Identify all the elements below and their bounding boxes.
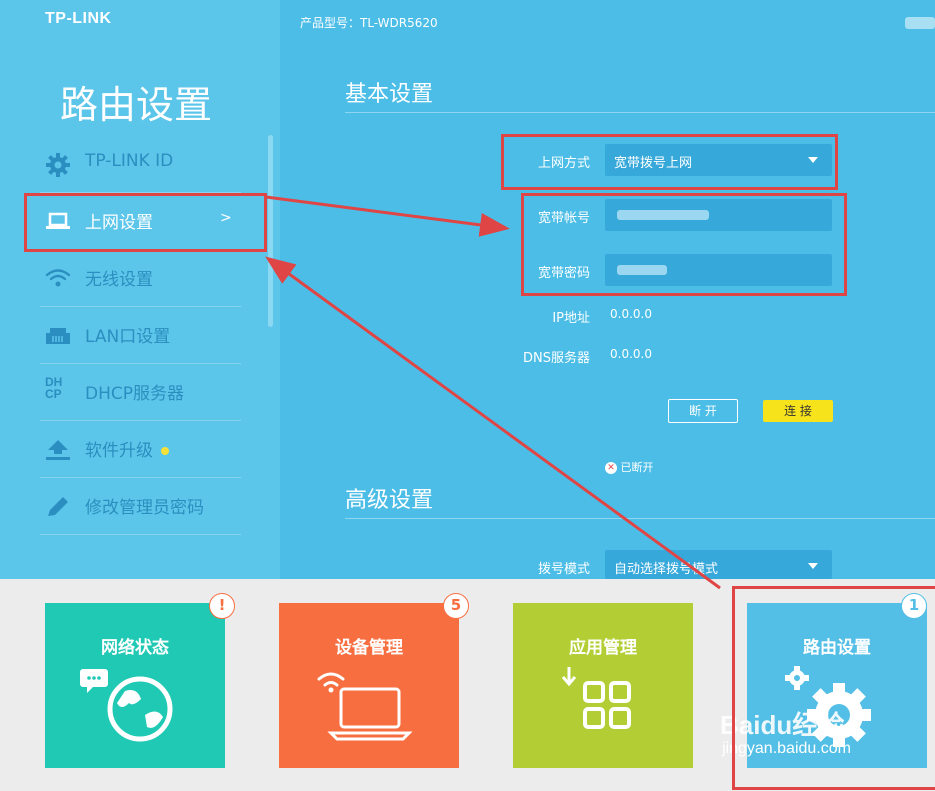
count-badge: 1 bbox=[901, 593, 927, 619]
card-app-management[interactable]: 应用管理 bbox=[513, 603, 693, 768]
card-title: 设备管理 bbox=[335, 638, 403, 658]
sidebar-item-label: 修改管理员密码 bbox=[85, 498, 204, 518]
disconnect-button[interactable]: 断 开 bbox=[668, 399, 738, 423]
chevron-right-icon: > bbox=[220, 210, 232, 226]
update-dot bbox=[161, 447, 169, 455]
sidebar-item-label: 软件升级 bbox=[85, 436, 169, 461]
dhcp-icon-bottom: CP bbox=[45, 387, 62, 401]
close-icon: ✕ bbox=[605, 462, 617, 474]
dns-label: DNS服务器 bbox=[523, 351, 590, 366]
sidebar-scrollbar[interactable] bbox=[268, 135, 273, 327]
redacted-value bbox=[617, 210, 709, 220]
dhcp-icon-top: DH bbox=[45, 375, 63, 389]
divider bbox=[345, 518, 935, 519]
dial-mode-value: 自动选择拨号模式 bbox=[614, 562, 719, 577]
wifi-icon bbox=[45, 266, 71, 290]
sidebar-item-admin-password[interactable]: 修改管理员密码 bbox=[40, 478, 241, 535]
chevron-down-icon bbox=[808, 563, 818, 569]
annotation-box-sidebar bbox=[24, 193, 267, 252]
baidu-url: jingyan.baidu.com bbox=[722, 740, 851, 757]
baidu-logo: Baidu经验 bbox=[720, 710, 845, 740]
brand-logo: TP-LINK bbox=[45, 10, 112, 27]
basic-settings-title: 基本设置 bbox=[345, 82, 434, 107]
card-network-status[interactable]: 网络状态 ! bbox=[45, 593, 235, 768]
card-title: 路由设置 bbox=[803, 638, 871, 658]
sidebar-nav: TP-LINK ID 上网设置 > 无线设置 LAN口设置 DH CP bbox=[40, 136, 241, 535]
sidebar-title: 路由设置 bbox=[60, 83, 213, 127]
product-model: 产品型号：TL-WDR5620 bbox=[300, 16, 438, 30]
advanced-settings-title: 高级设置 bbox=[345, 488, 434, 513]
ip-label: IP地址 bbox=[552, 311, 590, 326]
chevron-down-icon bbox=[808, 157, 818, 163]
conn-type-select[interactable]: 宽带拨号上网 bbox=[605, 144, 832, 176]
sidebar: TP-LINK 路由设置 TP-LINK ID 上网设置 > 无线设置 bbox=[0, 0, 280, 579]
ethernet-port-icon bbox=[45, 323, 71, 347]
upload-icon bbox=[45, 437, 71, 461]
annotation-box-credentials bbox=[521, 193, 847, 296]
connection-status: ✕ 已断开 bbox=[605, 459, 654, 475]
apps-grid-icon bbox=[561, 667, 631, 729]
card-title: 应用管理 bbox=[569, 638, 637, 658]
baidu-watermark: Baidu经验 jingyan.baidu.com bbox=[720, 705, 851, 758]
sidebar-item-label: TP-LINK ID bbox=[85, 151, 174, 171]
sidebar-item-label: LAN口设置 bbox=[85, 327, 171, 347]
dial-mode-select[interactable]: 自动选择拨号模式 bbox=[605, 550, 832, 579]
account-label: 宽带帐号 bbox=[537, 211, 590, 226]
dhcp-icon: DH CP bbox=[45, 376, 71, 400]
blurred-corner bbox=[905, 17, 935, 29]
laptop-icon bbox=[45, 209, 71, 233]
sidebar-item-label: 上网设置 bbox=[85, 213, 153, 233]
pencil-icon bbox=[45, 494, 71, 518]
alert-badge: ! bbox=[209, 593, 235, 619]
dns-value: 0.0.0.0 bbox=[610, 347, 652, 361]
conn-type-value: 宽带拨号上网 bbox=[614, 156, 693, 171]
gear-icon bbox=[45, 152, 71, 177]
conn-type-label: 上网方式 bbox=[537, 156, 590, 171]
annotation-box-conn-type bbox=[501, 134, 838, 190]
gears-icon bbox=[785, 666, 871, 747]
sidebar-item-upgrade[interactable]: 软件升级 bbox=[40, 421, 241, 478]
divider bbox=[345, 112, 935, 113]
sidebar-item-label: 无线设置 bbox=[85, 270, 153, 290]
status-text: 已断开 bbox=[620, 461, 654, 474]
sidebar-item-label: DHCP服务器 bbox=[85, 384, 184, 404]
card-title: 网络状态 bbox=[101, 638, 169, 658]
laptop-wifi-icon bbox=[317, 672, 413, 741]
sidebar-item-tplink-id[interactable]: TP-LINK ID bbox=[40, 136, 241, 193]
count-badge: 5 bbox=[443, 593, 469, 619]
globe-chat-icon bbox=[80, 669, 173, 742]
card-device-management[interactable]: 设备管理 5 bbox=[279, 593, 469, 768]
sidebar-item-dhcp[interactable]: DH CP DHCP服务器 bbox=[40, 364, 241, 421]
connect-button[interactable]: 连 接 bbox=[763, 400, 833, 422]
ip-value: 0.0.0.0 bbox=[610, 307, 652, 321]
annotation-box-router-card bbox=[732, 586, 935, 790]
sidebar-item-wireless[interactable]: 无线设置 bbox=[40, 250, 241, 307]
dial-mode-label: 拨号模式 bbox=[537, 562, 590, 577]
account-input[interactable] bbox=[605, 199, 832, 231]
sidebar-item-lan[interactable]: LAN口设置 bbox=[40, 307, 241, 364]
card-router-settings[interactable]: 路由设置 1 bbox=[747, 593, 927, 768]
